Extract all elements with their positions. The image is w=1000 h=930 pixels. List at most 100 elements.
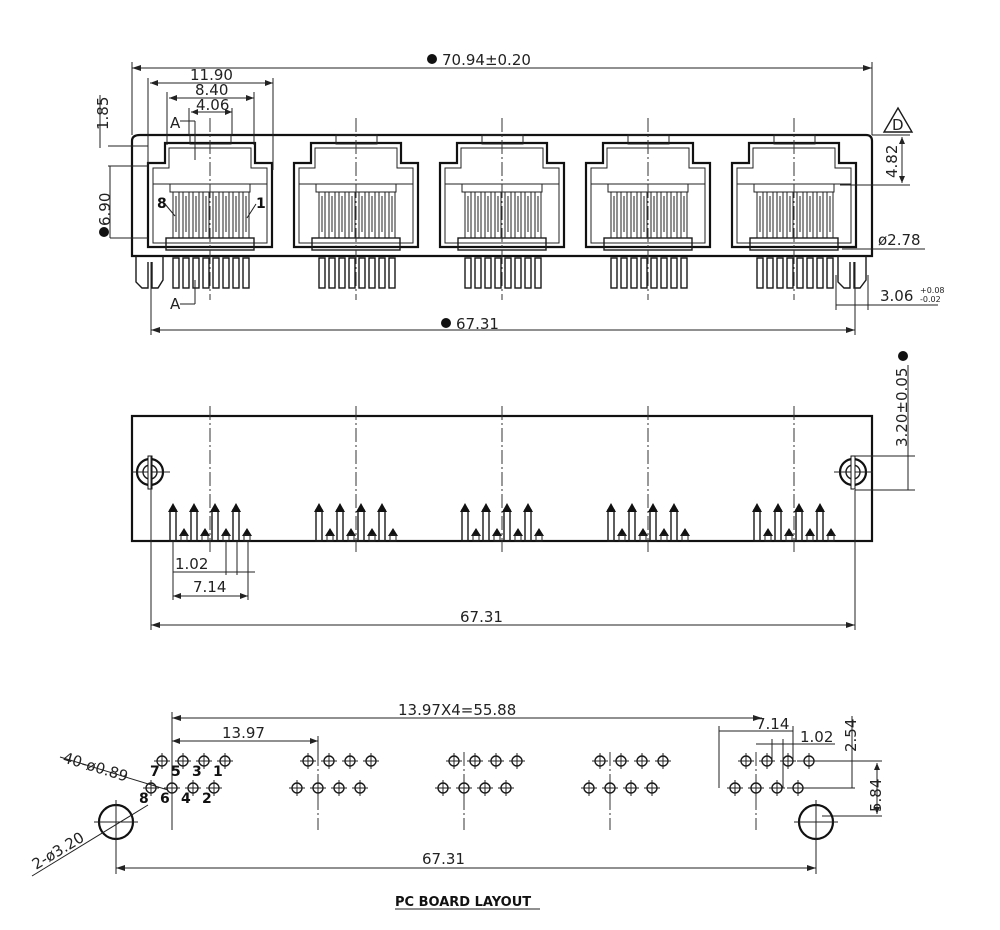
pin-tip-icon xyxy=(460,503,470,512)
solder-pin xyxy=(670,257,678,289)
tall-pin xyxy=(357,509,365,542)
short-pin xyxy=(326,534,334,542)
solder-pin xyxy=(318,257,326,289)
contact-finger xyxy=(680,191,688,239)
pin-tip-icon xyxy=(471,528,481,536)
tall-pin xyxy=(211,509,219,542)
section-mark-top: A xyxy=(170,114,181,132)
contact-finger xyxy=(212,191,220,239)
bottom-pin-group-2 xyxy=(314,503,398,542)
dim-1-85: 1.85 xyxy=(94,97,112,130)
left-mounting-hole-icon xyxy=(94,800,138,874)
short-pin xyxy=(806,534,814,542)
contact-finger xyxy=(504,191,512,239)
contact-finger xyxy=(620,191,628,239)
bottom-pin-group-3 xyxy=(460,503,544,542)
dim-hole-offset: 5.84 xyxy=(867,779,885,812)
dim-pcb-row-span: 7.14 xyxy=(756,715,789,733)
short-pin xyxy=(618,534,626,542)
short-pin xyxy=(660,534,668,542)
dim-port-pitch-total: 13.97X4=55.88 xyxy=(398,701,516,719)
contact-finger xyxy=(378,191,386,239)
solder-pin xyxy=(494,257,502,289)
solder-pin xyxy=(816,257,824,289)
short-pin xyxy=(827,534,835,542)
solder-pin xyxy=(514,257,522,289)
revision-triangle-icon xyxy=(882,106,914,133)
short-pin xyxy=(472,534,480,542)
pin-tip-icon xyxy=(377,503,387,512)
solder-pin xyxy=(212,257,220,289)
front-port-1 xyxy=(146,118,274,300)
contact-finger xyxy=(494,191,502,239)
solder-pin xyxy=(348,257,356,289)
pcb-pin-number: 7 xyxy=(150,764,160,780)
solder-pin xyxy=(756,257,764,289)
solder-pin xyxy=(826,257,834,289)
contact-finger xyxy=(464,191,472,239)
pcb-pin-number: 6 xyxy=(160,791,170,807)
pin-tip-icon xyxy=(513,528,523,536)
solder-pin xyxy=(172,257,180,289)
pin-tip-icon xyxy=(242,528,252,536)
pin-tip-icon xyxy=(388,528,398,536)
front-housing-outline xyxy=(130,133,874,258)
contact-finger xyxy=(816,191,824,239)
critical-dimension-icon xyxy=(898,351,908,361)
dim-pcb-pin-pitch: 1.02 xyxy=(800,728,833,746)
contact-finger xyxy=(358,191,366,239)
critical-dimension-icon xyxy=(427,54,437,64)
contact-finger xyxy=(534,191,542,239)
pin-label-8: 8 xyxy=(157,196,167,212)
dim-peg-span-front: 67.31 xyxy=(456,315,499,333)
solder-pin xyxy=(786,257,794,289)
pin-tip-icon xyxy=(659,528,669,536)
front-ports xyxy=(146,118,858,300)
bottom-view: 3.20±0.05 1.02 7.14 67.31 xyxy=(130,351,915,630)
tall-pin xyxy=(649,509,657,542)
contact-finger xyxy=(766,191,774,239)
contact-finger xyxy=(474,191,482,239)
pin-tip-icon xyxy=(367,528,377,536)
contact-finger xyxy=(484,191,492,239)
solder-pin xyxy=(620,257,628,289)
dim-pin-pitch: 1.02 xyxy=(175,555,208,573)
solder-pin xyxy=(660,257,668,289)
tolerance-minus: -0.02 xyxy=(920,295,941,304)
contact-finger xyxy=(318,191,326,239)
contact-finger xyxy=(192,191,200,239)
solder-pin xyxy=(796,257,804,289)
port-opening-outline xyxy=(146,141,274,249)
front-port-2 xyxy=(292,118,420,300)
dim-pcb-peg-span: 67.31 xyxy=(422,850,465,868)
front-port-3 xyxy=(438,118,566,300)
dim-8-40: 8.40 xyxy=(195,81,228,99)
solder-pin xyxy=(338,257,346,289)
dim-port-pitch: 13.97 xyxy=(222,724,265,742)
pcb-hole-group-4 xyxy=(581,752,671,830)
front-view: 70.94±0.20 11.90 8.40 4.06 A A 1.85 xyxy=(94,51,945,335)
dim-row-offset: 2.54 xyxy=(842,719,860,752)
tall-pin xyxy=(774,509,782,542)
tall-pin xyxy=(169,509,177,542)
solder-pin xyxy=(766,257,774,289)
contact-finger xyxy=(806,191,814,239)
port-opening-outline xyxy=(438,141,566,249)
solder-pin xyxy=(680,257,688,289)
pin-tip-icon xyxy=(680,528,690,536)
contact-finger xyxy=(514,191,522,239)
pin-tip-icon xyxy=(231,503,241,512)
contact-finger xyxy=(222,191,230,239)
solder-pin xyxy=(640,257,648,289)
pin-label-1: 1 xyxy=(256,196,266,212)
solder-pin xyxy=(504,257,512,289)
short-pin xyxy=(389,534,397,542)
pin-tip-icon xyxy=(784,528,794,536)
tall-pin xyxy=(670,509,678,542)
pin-tip-icon xyxy=(189,503,199,512)
contact-finger xyxy=(640,191,648,239)
pin-tip-icon xyxy=(200,528,210,536)
dim-peg-offset: 3.20±0.05 xyxy=(893,368,911,447)
pin-tip-icon xyxy=(815,503,825,512)
